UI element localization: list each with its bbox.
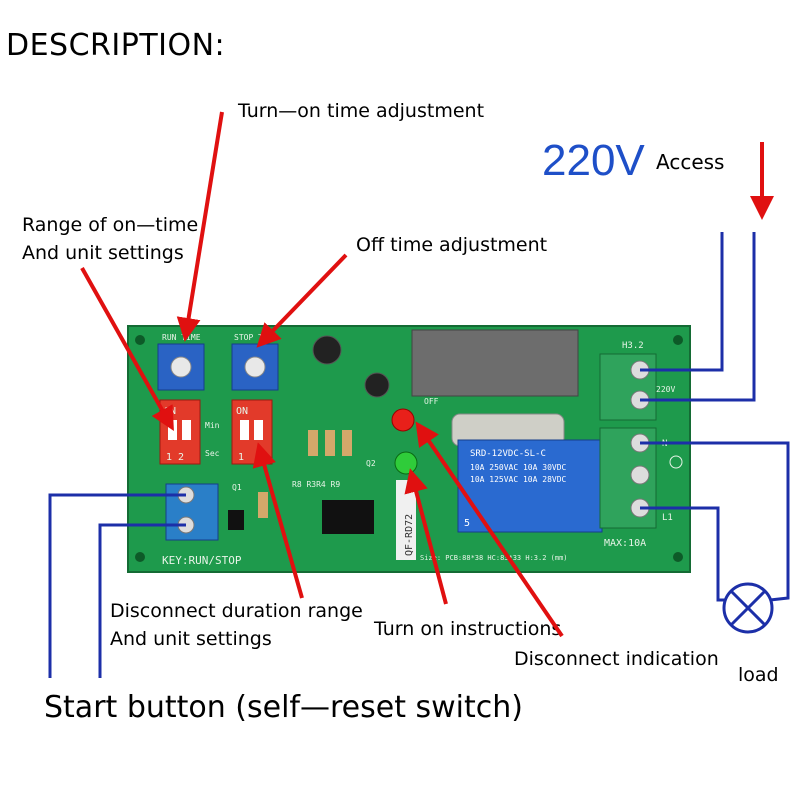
q1-silk: Q1 [232,483,242,492]
red-led [391,408,415,432]
mount-hole [135,552,145,562]
q2-silk: Q2 [366,459,376,468]
resistor-group [258,430,352,518]
page-title: DESCRIPTION: [6,28,226,63]
power-module [411,329,579,397]
voltage-label: 220V [542,136,645,185]
terminal-screw[interactable] [630,465,650,485]
dip-on-label: ON [236,406,248,417]
range-on-time-label-line1: Range of on—time [22,214,199,236]
green-led [394,451,418,475]
h3-silk: H3.2 [622,341,644,351]
model-silk: QF-RD72 [404,514,415,556]
load-lamp-icon [722,582,774,634]
ac-silk: 220V [656,385,675,394]
max-current-silk: MAX:10A [604,538,646,549]
relay-label-2: 10A 250VAC 10A 30VDC [470,463,567,472]
dip-lever [254,420,263,440]
l1-silk: L1 [662,513,673,523]
ic-chip [322,500,374,534]
mount-hole [673,335,683,345]
turn-on-instructions-label: Turn on instructions [374,618,562,640]
load-label: load [738,664,779,686]
min-silk: Min [205,421,220,430]
dip-lever [182,420,191,440]
lamp-symbol [669,455,683,469]
dip-number-label: 1 [238,452,244,463]
wiring [48,232,790,678]
disconnect-indication-label: Disconnect indication [514,648,719,670]
dip-lever [240,420,249,440]
off-silk: OFF [424,397,439,406]
transistor [228,510,244,530]
off-time-label: Off time adjustment [356,234,548,256]
relay-label-3: 10A 125VAC 10A 28VDC [470,475,567,484]
access-label: Access [656,150,725,174]
turn-on-time-label: Turn—on time adjustment [238,100,485,122]
disconnect-range-label-line2: And unit settings [110,628,272,650]
capacitor [312,335,342,365]
callout-arrows [80,111,774,638]
potentiometer-knob [244,356,266,378]
start-button-label: Start button (self—reset switch) [44,690,523,725]
relay-pin-label: 5 [464,518,470,529]
module-label [396,480,416,560]
stop-time-silk: STOP TIME [234,333,278,342]
capacitor [364,372,390,398]
disconnect-range-label-line1: Disconnect duration range [110,600,363,622]
resistor-silk: R8 R3R4 R9 [292,480,340,489]
sec-silk: Sec [205,449,220,458]
range-on-time-label-line2: And unit settings [22,242,184,264]
key-silk: KEY:RUN/STOP [162,554,242,567]
relay-label-1: SRD-12VDC-SL-C [470,449,546,459]
potentiometer-knob [170,356,192,378]
mount-hole [135,335,145,345]
terminal-block-power [599,353,657,421]
size-silk: Size: PCB:88*38 HC:83*33 H:3.2 (mm) [420,554,568,562]
run-time-silk: RUN TIME [162,333,201,342]
dip-number-label: 1 2 [166,452,184,463]
mount-hole [673,552,683,562]
